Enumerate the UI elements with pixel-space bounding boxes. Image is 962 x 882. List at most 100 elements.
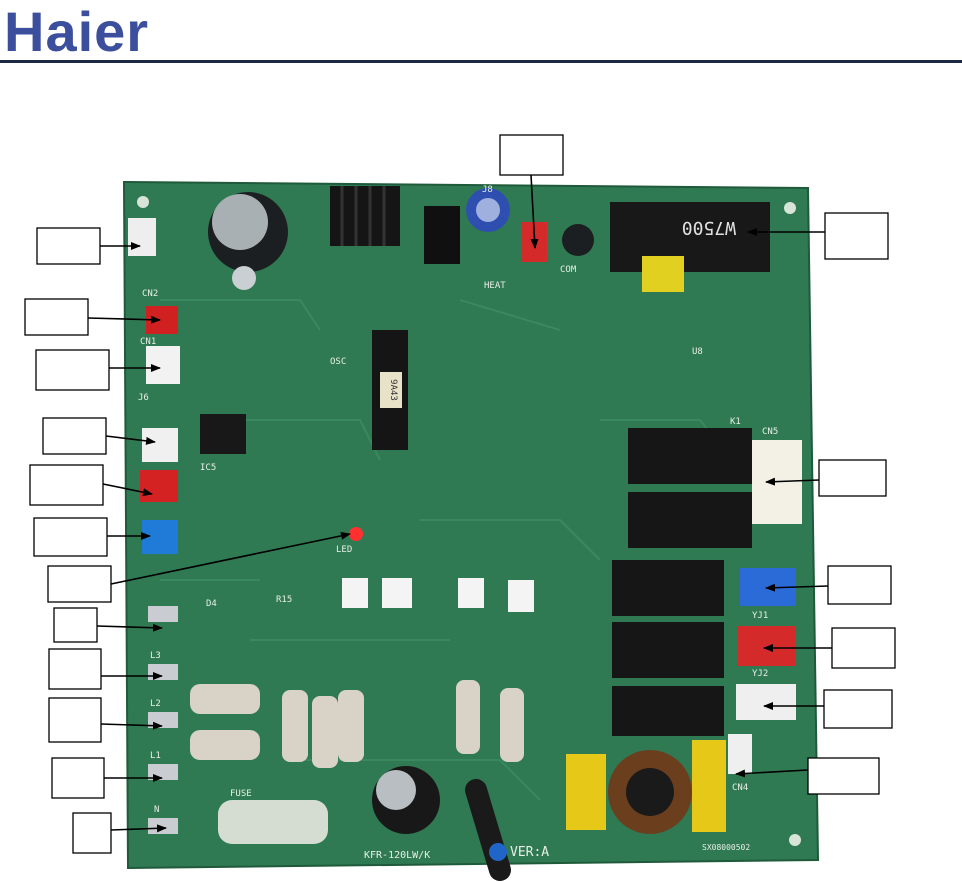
connector-white-1 (128, 218, 156, 256)
callout-boxes (24, 134, 896, 854)
svg-text:J6: J6 (138, 393, 149, 403)
pcb-traces (160, 299, 741, 801)
callout-box (48, 648, 102, 690)
callout-box (29, 464, 104, 506)
callout-arrow (765, 583, 829, 592)
terminal-5 (148, 606, 178, 622)
terminal-l3 (148, 664, 178, 680)
connector-cn4 (728, 734, 752, 774)
svg-text:YJ1: YJ1 (752, 611, 768, 621)
model-text: KFR-120LW/K (364, 850, 430, 861)
opto-4 (508, 580, 534, 612)
relay-4 (612, 622, 724, 678)
mount-hole (784, 202, 796, 214)
svg-text:L1: L1 (150, 751, 161, 761)
svg-text:HEAT: HEAT (484, 281, 506, 291)
capacitor-com (562, 224, 594, 256)
callout-arrow (735, 769, 809, 778)
ic5 (200, 414, 246, 454)
callout-box (33, 517, 108, 557)
callout-arrow (765, 477, 820, 486)
callout-box (53, 607, 98, 643)
svg-text:CN5: CN5 (762, 427, 778, 437)
connector-white-right (736, 684, 796, 720)
callout-box (818, 459, 887, 497)
opto-1 (342, 578, 368, 608)
fuse (218, 800, 328, 844)
svg-text:CN4: CN4 (732, 783, 748, 793)
callout-box (824, 212, 889, 260)
ic-label: 9A43 (388, 379, 398, 401)
callout-arrow (100, 721, 163, 730)
callout-box (827, 565, 892, 605)
silkscreen-texts: CN2 CN1 J6 IC5 CN5 YJ1 YJ2 CN4 L3 L2 L1 … (138, 185, 778, 815)
svg-text:N: N (154, 805, 159, 815)
power-resistor-1 (190, 684, 260, 714)
opto-2 (382, 578, 412, 608)
callout-arrow (110, 531, 351, 585)
svg-text:YJ2: YJ2 (752, 669, 768, 679)
connector-white-2 (142, 428, 178, 462)
regulator (424, 206, 460, 264)
opto-3 (458, 578, 484, 608)
relay-k1 (628, 428, 752, 484)
callout-box (51, 757, 105, 799)
power-resistor-7 (500, 688, 524, 762)
svg-text:L3: L3 (150, 651, 161, 661)
relay-3 (612, 560, 724, 616)
relay-2 (628, 492, 752, 548)
svg-text:D4: D4 (206, 599, 217, 609)
svg-text:K1: K1 (730, 417, 741, 427)
callout-arrow (110, 824, 167, 833)
terminal-n (148, 818, 178, 834)
connector-white-cn1 (146, 346, 180, 384)
transformer (610, 202, 770, 272)
transformer-label: W7500 (682, 217, 736, 238)
capacitor-small (232, 266, 256, 290)
callout-arrow (87, 315, 161, 324)
callout-box (35, 349, 110, 391)
callout-box (42, 417, 107, 455)
callout-box (831, 627, 896, 669)
callout-box (807, 757, 880, 795)
svg-text:FUSE: FUSE (230, 789, 252, 799)
capacitor-top (212, 194, 268, 250)
relay-5 (612, 686, 724, 736)
callout-arrow (96, 623, 163, 632)
callout-arrow (530, 174, 539, 249)
power-resistor-4 (312, 696, 338, 768)
callout-arrow (105, 435, 156, 445)
connector-red-2 (140, 470, 178, 502)
mount-hole (789, 834, 801, 846)
callout-box (47, 565, 112, 603)
svg-text:L2: L2 (150, 699, 161, 709)
callout-box (499, 134, 564, 176)
led (349, 527, 363, 541)
svg-text:R15: R15 (276, 595, 292, 605)
callout-arrow (102, 483, 153, 497)
callout-box (72, 812, 112, 854)
svg-text:IC5: IC5 (200, 463, 216, 473)
callout-box (36, 227, 101, 265)
haier-logo: Haier (4, 0, 150, 63)
svg-text:U8: U8 (692, 347, 703, 357)
svg-text:OSC: OSC (330, 357, 346, 367)
svg-text:CN1: CN1 (140, 337, 156, 347)
power-resistor-6 (456, 680, 480, 754)
callout-box (48, 697, 102, 743)
version-text: VER:A (510, 845, 549, 860)
svg-text:COM: COM (560, 265, 577, 275)
connector-blue-1 (142, 520, 178, 554)
power-resistor-3 (282, 690, 308, 762)
svg-text:CN2: CN2 (142, 289, 158, 299)
callout-arrows (87, 174, 832, 833)
filter-cap-1 (566, 754, 606, 830)
mount-hole (137, 196, 149, 208)
power-resistor-5 (338, 690, 364, 762)
power-resistor-2 (190, 730, 260, 760)
header-rule (0, 60, 962, 63)
serial-text: SX08000502 (702, 843, 750, 852)
filter-cap-2 (692, 740, 726, 832)
connector-yj2 (738, 626, 796, 666)
